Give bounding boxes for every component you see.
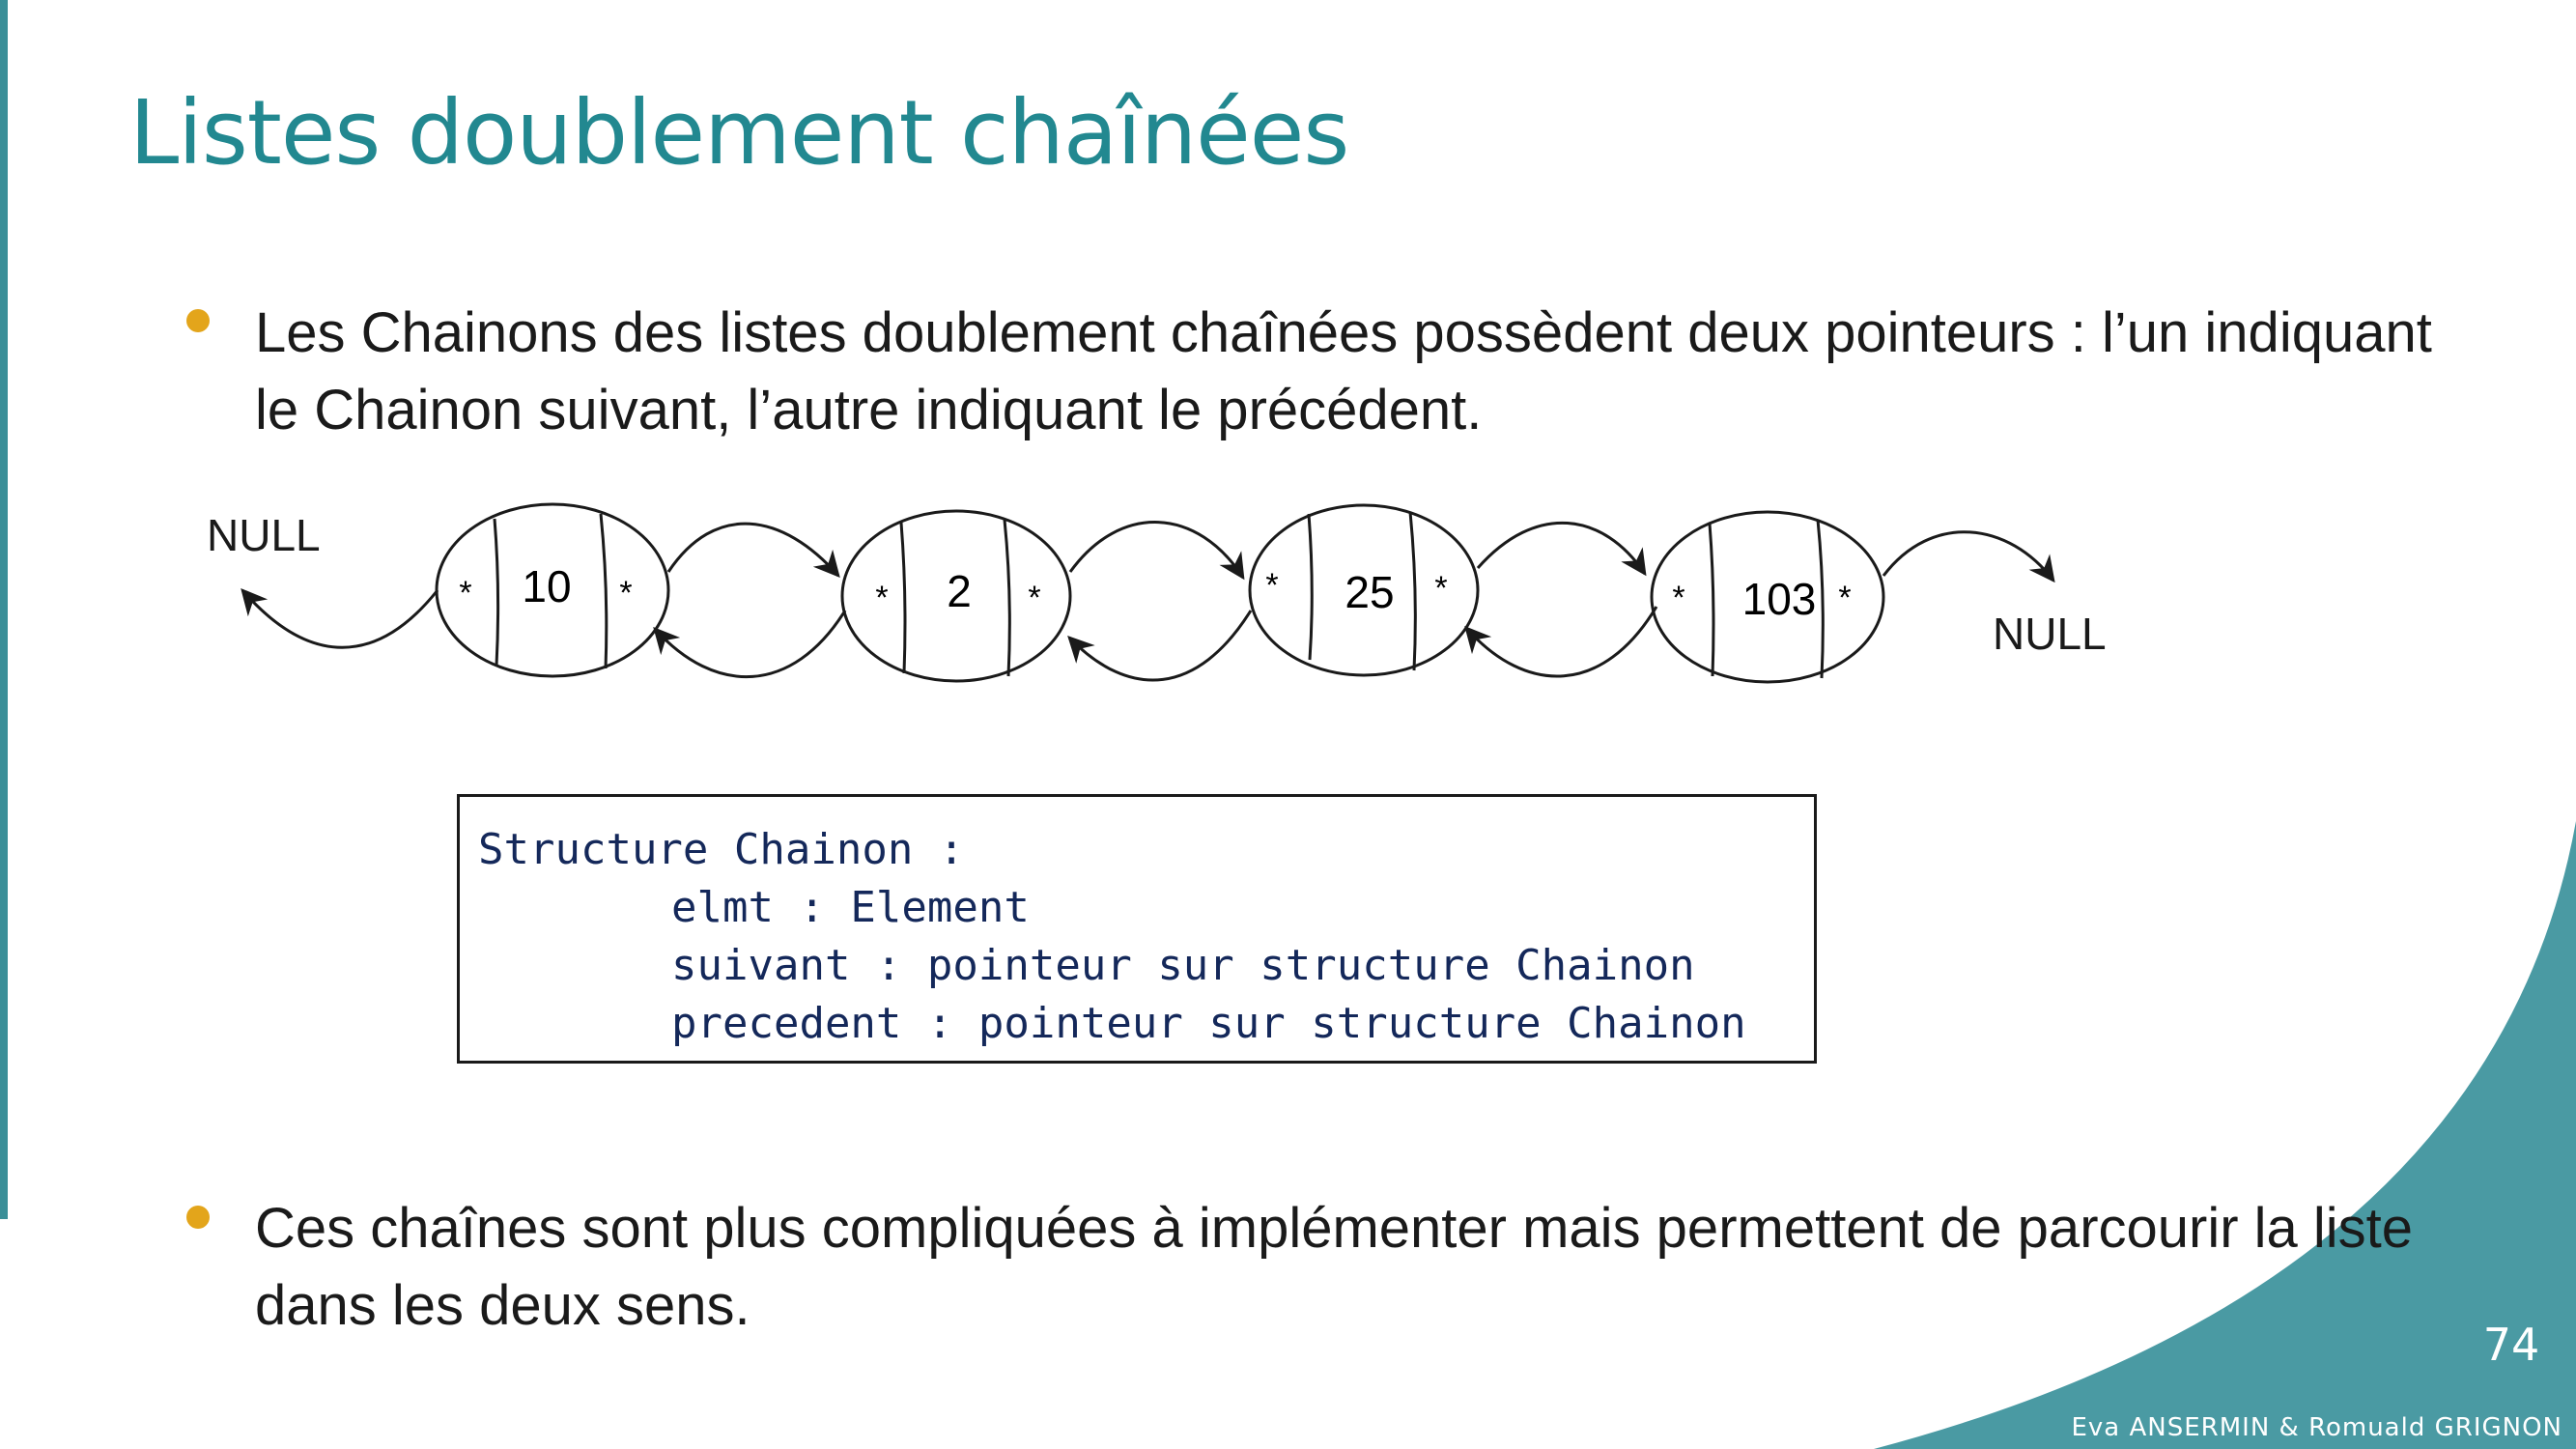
list-node: * 25 *	[1248, 503, 1480, 677]
arrow-prev-null	[241, 587, 439, 649]
footer-authors: Eva ANSERMIN & Romuald GRIGNON	[2071, 1413, 2562, 1442]
bullet-text: Les Chainons des listes doublement chaîn…	[255, 301, 2432, 441]
bullet-dot	[186, 309, 210, 332]
pointer-next-marker: *	[619, 575, 632, 611]
node-value: 2	[947, 566, 972, 616]
node-value: 25	[1345, 567, 1394, 617]
arrow-prev	[653, 610, 847, 679]
arrow-next-null	[1882, 530, 2055, 583]
node-value: 103	[1742, 574, 1817, 624]
pointer-next-marker: *	[1838, 580, 1851, 616]
null-label-left: NULL	[207, 510, 321, 560]
code-line: elmt : Element	[671, 883, 1030, 932]
list-node: * 103 *	[1650, 510, 1885, 684]
arrow-next	[1068, 521, 1245, 581]
left-accent-bar	[0, 0, 8, 1219]
pointer-prev-marker: *	[1672, 580, 1684, 616]
code-line: precedent : pointeur sur structure Chain…	[671, 999, 1746, 1048]
pointer-next-marker: *	[1028, 580, 1040, 616]
null-label-right: NULL	[1993, 609, 2107, 659]
bullet-dot	[186, 1206, 210, 1229]
arrow-prev	[1067, 610, 1253, 682]
bullet-text: Ces chaînes sont plus compliquées à impl…	[255, 1197, 2414, 1337]
pointer-prev-marker: *	[459, 575, 471, 611]
code-block: Structure Chainon : elmt : Element suiva…	[457, 794, 1817, 1064]
slide-title: Listes doublement chaînées	[129, 81, 1349, 185]
arrow-next	[1476, 522, 1647, 577]
list-node: * 2 *	[840, 509, 1072, 683]
page-number: 74	[2482, 1319, 2540, 1371]
code-line: suivant : pointeur sur structure Chainon	[671, 941, 1695, 990]
arrow-prev	[1464, 606, 1658, 678]
list-node: * 10 *	[435, 502, 670, 678]
pointer-next-marker: *	[1434, 570, 1447, 607]
arrow-next	[666, 522, 840, 579]
pointer-prev-marker: *	[1265, 567, 1278, 604]
code-line: Structure Chainon :	[478, 825, 965, 874]
node-value: 10	[522, 561, 571, 611]
pointer-prev-marker: *	[875, 580, 888, 616]
